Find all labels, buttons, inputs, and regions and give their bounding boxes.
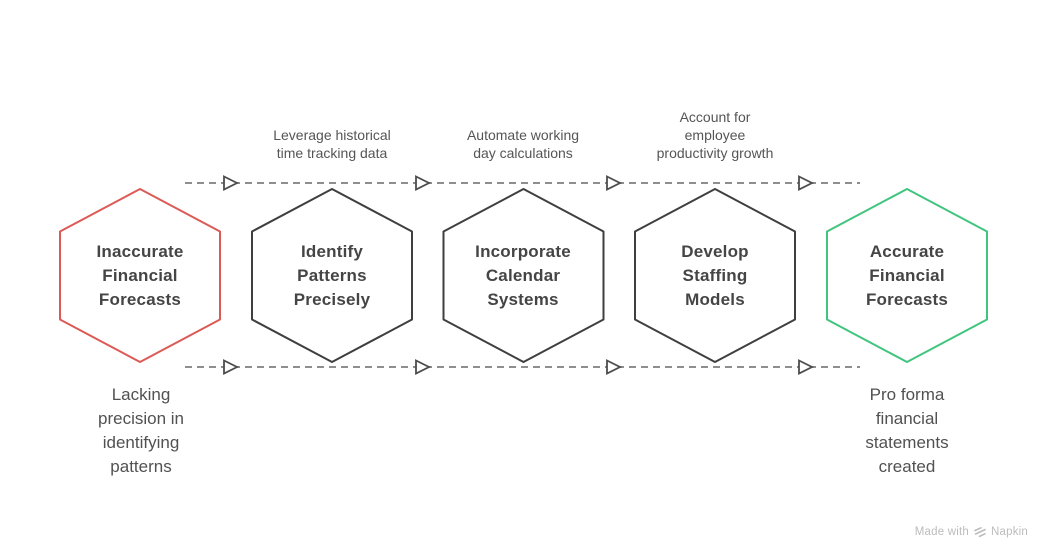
hexagon-shape-incorporate-calendar-systems — [442, 188, 605, 363]
flow-arrowhead — [606, 359, 623, 375]
end-caption: Pro forma financial statements created — [865, 385, 949, 476]
hexagon-shape-accurate-financial-forecasts — [826, 188, 988, 363]
hexagon-shape-develop-staffing-models — [634, 188, 796, 363]
flow-arrowhead — [223, 359, 240, 375]
step-annotation-2: Automate working day calculations — [466, 127, 580, 161]
watermark-brand: Napkin — [991, 526, 1028, 538]
hexagon-label-2: Identify Patterns Precisely — [293, 241, 371, 309]
hexagon-shape-inaccurate-financial-forecasts — [59, 188, 221, 363]
step-annotation-1: Leverage historical time tracking data — [273, 127, 391, 161]
flow-arrowhead — [606, 175, 623, 191]
step-annotation-3: Account for employee productivity growth — [656, 109, 774, 161]
flow-arrowhead — [223, 175, 240, 191]
start-caption: Lacking precision in identifying pattern… — [98, 385, 184, 476]
hexagon-label-3: Incorporate Calendar Systems — [475, 241, 571, 309]
flow-arrowhead — [415, 359, 432, 375]
watermark-prefix: Made with — [914, 526, 969, 538]
hexagon-label-4: Develop Staffing Models — [681, 241, 749, 309]
hexagon-label-5: Accurate Financial Forecasts — [865, 241, 949, 309]
flow-arrowhead — [798, 175, 815, 191]
flow-arrowhead — [415, 175, 432, 191]
flow-arrowhead — [798, 359, 815, 375]
hexagon-label-1: Inaccurate Financial Forecasts — [96, 241, 184, 309]
hexagon-shape-identify-patterns-precisely — [251, 188, 413, 363]
napkin-watermark: Made with Napkin — [915, 526, 1028, 538]
napkin-logo-icon — [974, 527, 986, 538]
